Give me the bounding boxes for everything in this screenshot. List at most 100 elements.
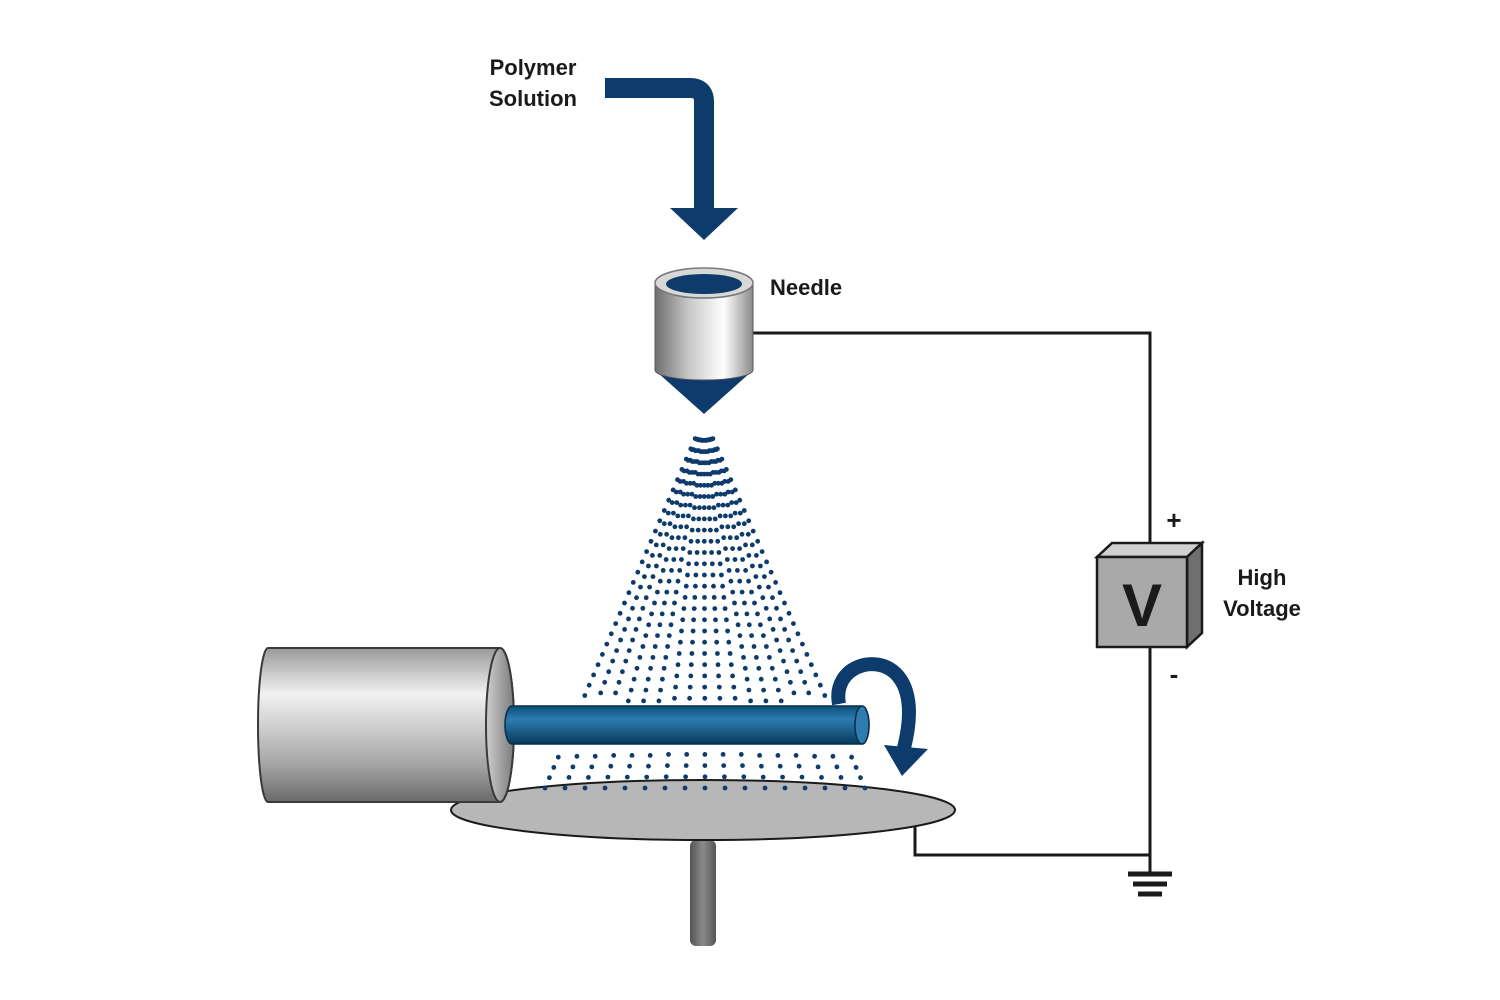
spray-dot (647, 584, 652, 590)
spray-dot (757, 753, 762, 758)
spray-dot (725, 489, 731, 495)
spray-dot (683, 763, 689, 768)
spray-dot (768, 569, 774, 575)
spray-dot (767, 655, 772, 660)
spray-dot (617, 610, 623, 616)
spray-dot (660, 676, 665, 682)
spray-dot (786, 610, 792, 616)
collector-platform (450, 779, 956, 841)
spray-dot (688, 673, 694, 679)
spray-dot (800, 641, 805, 647)
spray-dot (634, 665, 640, 671)
spray-dot (822, 693, 828, 698)
spray-dot (687, 695, 692, 701)
spray-dot (623, 658, 629, 664)
spray-dot (744, 611, 750, 617)
spray-dot (702, 606, 707, 611)
spray-dot (659, 611, 665, 617)
spray-dot (798, 669, 804, 675)
rotating-mandrel (504, 705, 870, 745)
spray-dot (710, 572, 716, 578)
spray-dot (746, 622, 752, 628)
negative-terminal-label: - (1170, 659, 1179, 689)
spray-dot (716, 502, 721, 508)
spray-dot (706, 494, 711, 499)
spray-dot (604, 641, 610, 647)
spray-dot (721, 535, 727, 541)
spray-dot (838, 775, 844, 780)
spray-dot (570, 764, 576, 770)
spray-dot (608, 763, 614, 769)
spray-dot (716, 673, 721, 679)
spray-dot (671, 557, 677, 562)
spray-dot (675, 662, 681, 668)
spray-dot (740, 557, 745, 562)
spray-dot (586, 775, 591, 780)
spray-dot (687, 550, 693, 555)
spray-dot (637, 655, 643, 660)
spray-dot (718, 491, 724, 497)
spray-dot (627, 763, 632, 769)
spray-dot (551, 765, 557, 770)
spray-dot (566, 775, 572, 780)
spray-dot (646, 563, 651, 569)
spray-dot (719, 572, 724, 578)
spray-dot (642, 574, 647, 579)
spray-dot (795, 631, 801, 637)
wire-platform-to-ground (913, 815, 1150, 857)
spray-dot (633, 627, 639, 632)
spray-dot (790, 648, 795, 653)
spray-dot (705, 482, 711, 488)
spray-dot (630, 637, 635, 643)
spray-dot (739, 589, 745, 595)
spray-dot (677, 568, 683, 573)
spray-dot (650, 574, 656, 579)
spray-dot (674, 500, 680, 505)
high-voltage-label-line1: High (1238, 565, 1287, 590)
spray-dot (689, 491, 695, 497)
spray-dot (637, 616, 642, 622)
spray-dot (738, 752, 744, 757)
spray-dot (758, 622, 763, 628)
spray-dot (591, 672, 596, 678)
spray-dot (672, 524, 678, 530)
spray-dot (694, 550, 700, 555)
spray-dot (665, 763, 670, 768)
spray-dot (724, 617, 729, 623)
spray-dot (711, 505, 717, 511)
spray-dot (712, 606, 718, 611)
spray-dot (682, 595, 688, 600)
spray-dot (714, 527, 719, 533)
spray-dot (735, 622, 741, 628)
spray-dot (749, 589, 754, 595)
spray-dot (676, 651, 682, 656)
spray-dot (645, 676, 651, 682)
spray-dot (719, 524, 725, 530)
spray-dot (743, 568, 748, 573)
spray-dot (686, 561, 691, 567)
spray-dot (713, 617, 718, 623)
spray-dot (732, 695, 738, 701)
spray-dot (613, 690, 618, 696)
spray-dot (657, 553, 663, 558)
spray-dot (804, 652, 810, 657)
spray-dot (732, 487, 738, 493)
spray-dot (667, 521, 673, 527)
spray-dot (691, 606, 697, 611)
spray-dot (608, 631, 614, 637)
spray-dot (740, 763, 745, 768)
spray-dot (618, 637, 623, 643)
spray-dot (758, 676, 764, 682)
spray-dot (680, 546, 686, 551)
spray-dot (726, 568, 732, 573)
spray-dot (732, 510, 738, 516)
spray-dot (661, 521, 667, 527)
spray-dot (663, 655, 669, 660)
spray-dot (697, 505, 702, 511)
spray-dot (691, 516, 696, 522)
spray-dot (751, 644, 757, 649)
spray-dot (732, 557, 738, 562)
spray-dot (746, 687, 752, 693)
motor (257, 647, 515, 803)
spray-dot (791, 621, 796, 626)
